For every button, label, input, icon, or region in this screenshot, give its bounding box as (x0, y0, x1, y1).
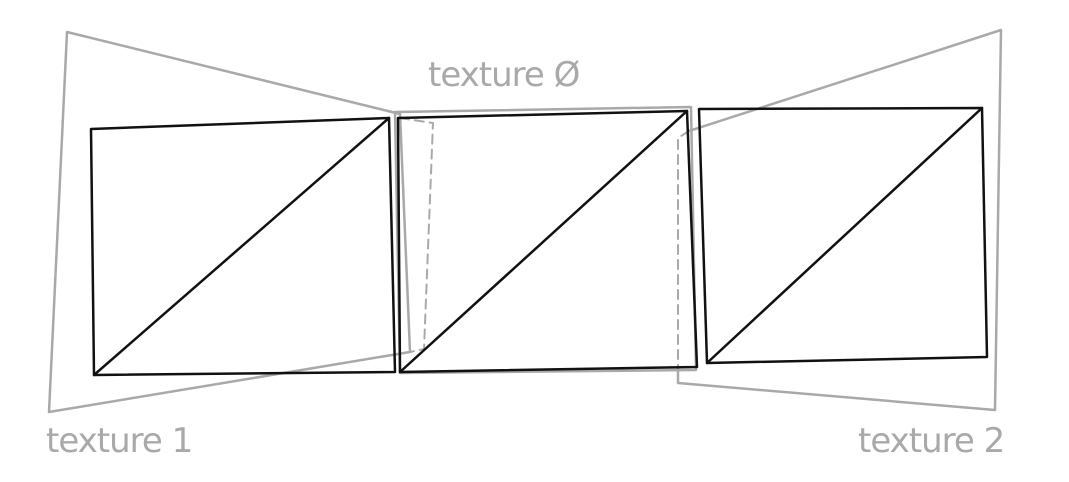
texture1-label: texture 1 (46, 421, 193, 461)
texture2-label: texture 2 (858, 421, 1005, 461)
quad-middle (396, 109, 699, 374)
texture0-label: texture Ø (428, 55, 580, 95)
texture2-frustum (676, 28, 1003, 412)
texture1-inner-dashed (399, 117, 434, 353)
quad-right-diagonal (705, 106, 984, 365)
quad-left (89, 116, 397, 377)
quad-right (697, 106, 989, 365)
texture2-inner-dashed (677, 130, 690, 369)
texture1-frustum (47, 30, 412, 414)
quad-middle-diagonal (398, 109, 689, 374)
quad-left-diagonal (92, 116, 391, 377)
